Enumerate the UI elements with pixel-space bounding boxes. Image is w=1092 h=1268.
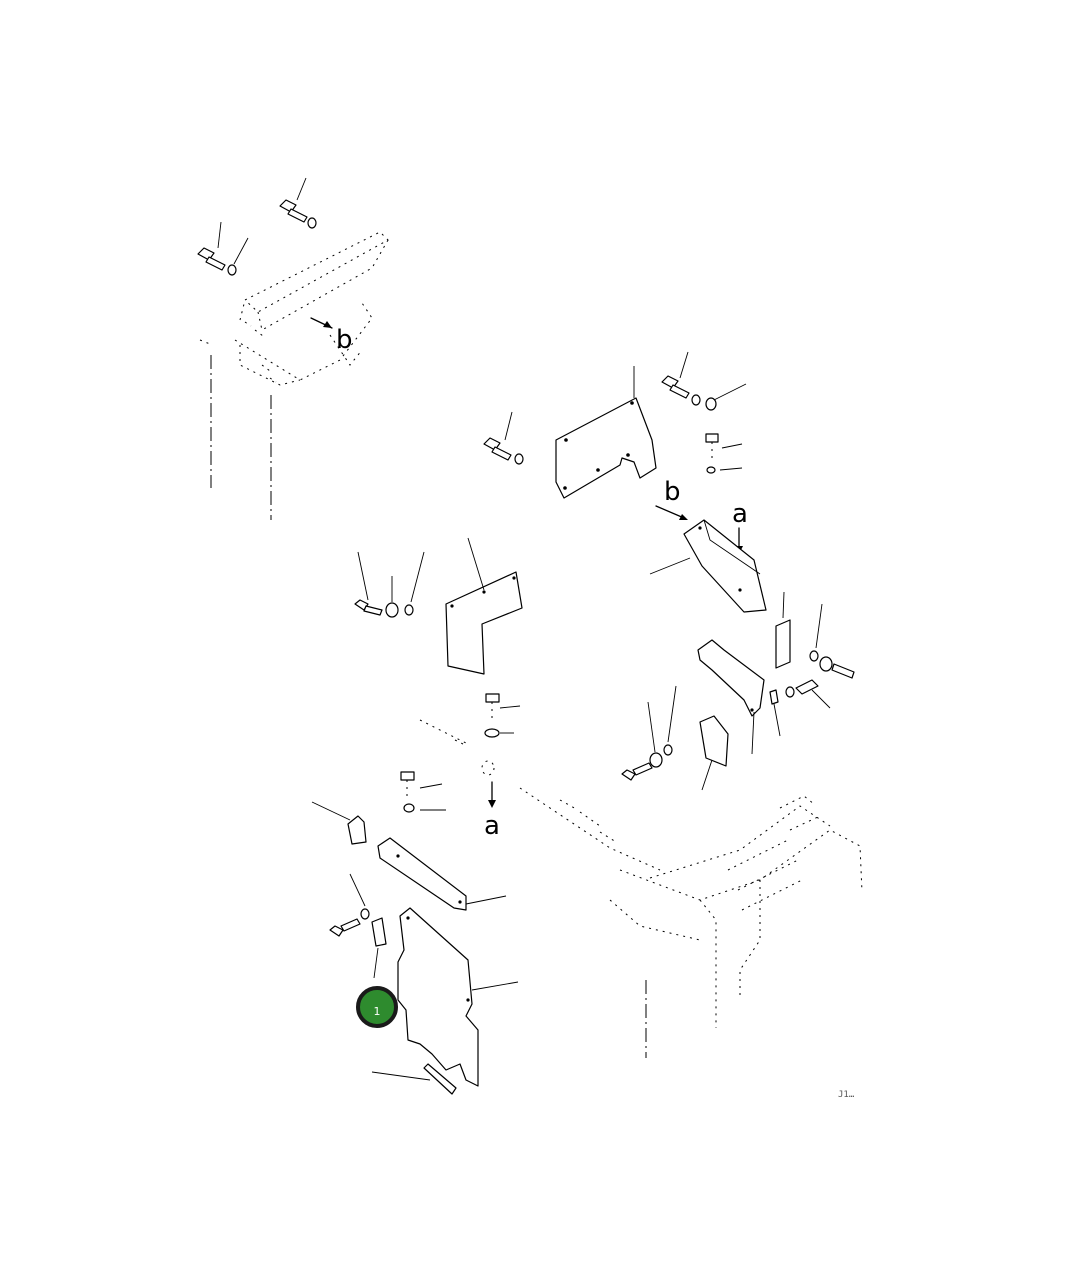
center-bolt-group: a [400, 693, 521, 841]
view-label-a-center: a [484, 811, 500, 841]
bolt-vertical-upper [705, 433, 743, 474]
upper-right-cover-assembly: b a [483, 351, 767, 613]
bolt-cover-right [661, 351, 747, 411]
right-mid-bracket-group [621, 591, 855, 791]
bolt-top-2 [197, 221, 249, 276]
top-left-frame-assembly: b [197, 177, 389, 520]
figure-reference: J1… [838, 1090, 855, 1100]
lower-left-panel-assembly [311, 801, 519, 1095]
callout-marker-1[interactable]: 1 [356, 986, 398, 1028]
mid-left-plate-group [354, 537, 523, 675]
lower-right-base-outline [519, 787, 863, 1058]
view-label-b-right: b [664, 477, 681, 507]
bolt-cover-left [483, 411, 524, 465]
view-label-a-right: a [732, 499, 748, 529]
callout-number: 1 [374, 1005, 381, 1018]
bolt-top-1 [279, 177, 317, 229]
view-label-b-top: b [336, 325, 353, 355]
